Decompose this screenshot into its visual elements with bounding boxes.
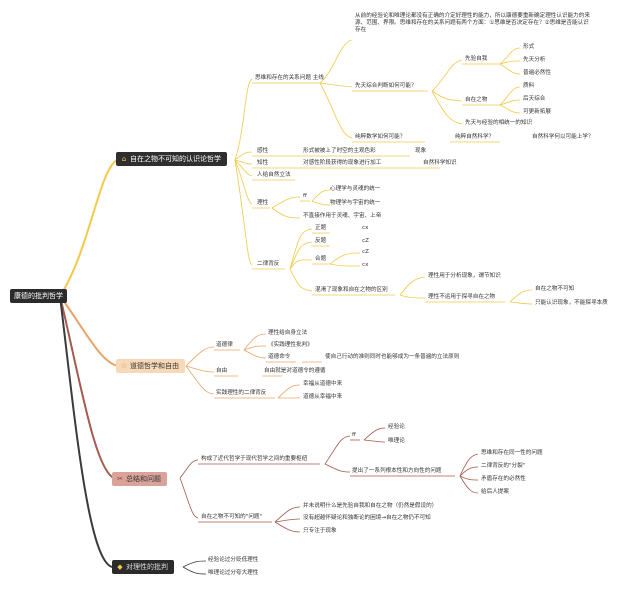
node-universal-maxim[interactable]: 使自己行动的准则同时也能够成为一条普遍的立法原则 (325, 354, 460, 360)
node-rationalism-exaggerates[interactable]: 唯理论过分夸大理性 (208, 570, 259, 576)
main-connector-1 (59, 159, 119, 297)
node-proposals[interactable]: 给后人提案 (481, 489, 509, 495)
node-not-explained[interactable]: 并未说明什么是先验自我和自在之物（仍然是假设的） (303, 503, 438, 509)
node-unknowable[interactable]: 自在之物不可知 (535, 286, 575, 292)
branch-epistemology[interactable]: ⌂自在之物不可知的认识论哲学 (116, 152, 227, 166)
node-antithesis[interactable]: 反题 (315, 238, 327, 244)
node-reason-not-thing[interactable]: 理性不运用于探寻自在之物 (428, 294, 496, 300)
main-connector-4 (59, 295, 113, 568)
node-unknowable-problem[interactable]: 自在之物不可知的"问题" (201, 514, 263, 520)
node-thing-in-itself[interactable]: 自在之物 (465, 97, 488, 103)
branch-epistemology-label: 自在之物不可知的认识论哲学 (130, 155, 221, 163)
node-form[interactable]: 形式 (523, 44, 535, 50)
node-critique-practical-reason[interactable]: 《实践理性批判》 (268, 342, 313, 348)
node-confused-distinction[interactable]: 混淆了现象和自在之物的区别 (315, 287, 388, 293)
root-node[interactable]: 康德的批判哲学 (10, 289, 67, 303)
node-contradiction-necessity[interactable]: 矛盾存在的必然性 (481, 476, 526, 482)
node-synthetic-apriori[interactable]: 先天综合判断如何可能？ (355, 83, 417, 89)
node-rationalism[interactable]: 唯理论 (388, 438, 405, 444)
branch-ethics[interactable]: ☆道德哲学和自由 (116, 359, 185, 373)
node-understanding[interactable]: 知性 (257, 160, 269, 166)
node-empiricism[interactable]: 经验论 (388, 424, 405, 430)
main-connector-3 (59, 295, 115, 479)
node-pure-math[interactable]: 纯粹数学如何可能？ (355, 134, 406, 140)
node-identity-question[interactable]: 思维和存在同一性的问题 (481, 450, 543, 456)
tools-icon: ✂ (117, 475, 123, 483)
node-man-legislates-nature[interactable]: 人给自然立法 (257, 172, 291, 178)
node-transcendental-self[interactable]: 先验自我 (465, 56, 488, 62)
branch-ethics-label: 道德哲学和自由 (130, 362, 179, 370)
node-thinking-being-text[interactable]: 从前的经验论和唯理论都没有正确的介定好理性的能力，所以康德要重新确定理性认识能力… (355, 13, 590, 33)
node-sensibility[interactable]: 感性 (257, 148, 269, 154)
node-moral-law[interactable]: 道德律 (216, 342, 233, 348)
node-not-directly[interactable]: 不直接作用于灵魂、宇宙、上帝 (303, 213, 382, 219)
node-hub-modern-philosophy[interactable]: 构成了近代哲学于现代哲学之间的重要枢纽 (201, 456, 308, 462)
node-phenomenon[interactable]: 现象 (415, 148, 427, 154)
branch-critique[interactable]: ◆对理性的批判 (112, 560, 174, 574)
node-fundamental-questions[interactable]: 提出了一系列根本性和方向性的问题 (352, 468, 442, 474)
node-synthesis-value-2[interactable]: cx (362, 262, 369, 268)
node-matter[interactable]: 质料 (523, 83, 535, 89)
node-thinking-being[interactable]: 思维和存在的关系问题 主线 (255, 75, 324, 81)
node-natural-science-knowledge[interactable]: 自然科学知识 (423, 160, 457, 166)
node-antinomy-split[interactable]: 二律背反的"分裂" (481, 463, 526, 469)
branch-summary[interactable]: ✂总结和问题 (112, 472, 167, 486)
node-freedom-def[interactable]: 自由就是对道德令的遵循 (264, 368, 326, 374)
node-moral-command[interactable]: 道德命令 (268, 354, 291, 360)
node-not-overcome[interactable]: 没有超越怀疑论和独断论的困境→自在之物仍不可知 (303, 515, 431, 521)
node-expandable[interactable]: 可更新拓展 (523, 109, 551, 115)
node-metaphysics[interactable]: 自然科学何以可能上学？ (532, 134, 594, 140)
node-happiness-from-morality[interactable]: 幸福从道德中来 (303, 381, 343, 387)
node-pure-science[interactable]: 纯粹自然科学？ (455, 134, 495, 140)
node-only-phenomena[interactable]: 只能认识现象，不能探寻本质 (535, 300, 608, 306)
node-reason-ff[interactable]: ff (303, 193, 307, 199)
node-psychology-soul[interactable]: 心理学与灵魂的统一 (330, 186, 381, 192)
node-apriori-analysis[interactable]: 先天分析 (523, 57, 546, 63)
node-aposteriori-synthesis[interactable]: 后天综合 (523, 96, 546, 102)
node-hub-ff[interactable]: ff (352, 432, 356, 438)
node-understanding-process[interactable]: 对感性阶段获得的现象进行加工 (303, 160, 382, 166)
node-synthesis-value-1[interactable]: cZ (362, 249, 369, 255)
node-thesis[interactable]: 正题 (315, 225, 327, 231)
node-universal-necessity[interactable]: 普遍必然性 (523, 70, 551, 76)
node-synthesis[interactable]: 合题 (315, 256, 327, 262)
node-unified-knowledge[interactable]: 先天与经验的相统一的知识 (465, 120, 533, 126)
node-thesis-value[interactable]: cx (362, 225, 369, 231)
branch-summary-label: 总结和问题 (126, 475, 161, 483)
node-physics-universe[interactable]: 物理学与宇宙的统一 (330, 200, 381, 206)
star-icon: ☆ (120, 362, 128, 370)
node-only-phenomena-focus[interactable]: 只专注于现象 (303, 528, 337, 534)
node-self-legislation[interactable]: 理性给自身立法 (268, 330, 308, 336)
node-morality-from-happiness[interactable]: 道德从幸福中来 (303, 394, 343, 400)
gem-icon: ◆ (117, 563, 123, 571)
node-practical-antinomy[interactable]: 实践理性的二律背反 (216, 390, 267, 396)
node-reason-phenomena[interactable]: 理性用于分析现象，谓节知识 (428, 273, 501, 279)
branch-critique-label: 对理性的批判 (126, 563, 168, 571)
main-connector-2 (59, 295, 119, 367)
node-sensibility-form[interactable]: 形式被被上了时空的主观色彩 (303, 148, 376, 154)
house-icon: ⌂ (121, 155, 127, 163)
node-antithesis-value[interactable]: cZ (362, 238, 369, 244)
node-empiricism-belittles[interactable]: 经验论过分贬低理性 (208, 557, 259, 563)
node-freedom[interactable]: 自由 (216, 368, 228, 374)
node-reason[interactable]: 理性 (257, 200, 269, 206)
node-antinomy[interactable]: 二律背反 (257, 261, 280, 267)
